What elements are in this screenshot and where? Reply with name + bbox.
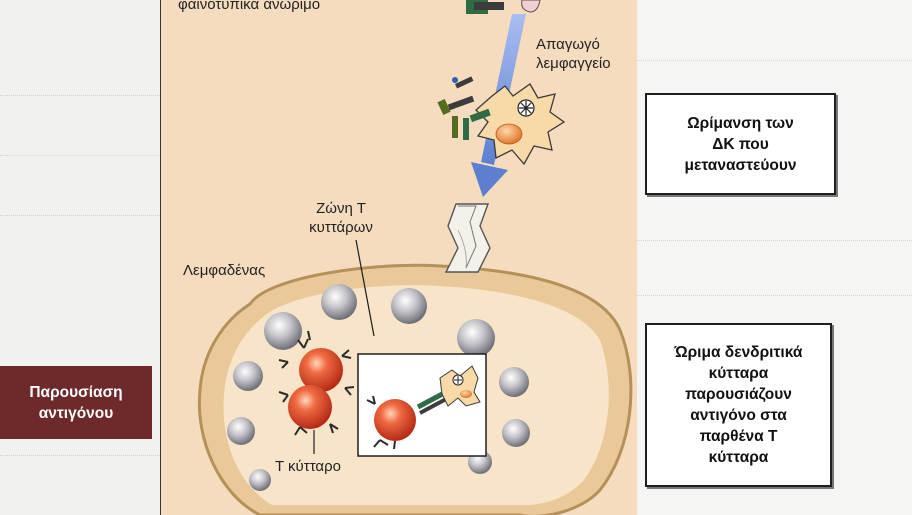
callout-line: Ώριμα δενδριτικά [675,342,803,363]
callout-dc-maturation: Ωρίμανση των ΔΚ που μεταναστεύουν [645,93,836,195]
t-cell-zone-label-line1: Ζώνη Τ [286,200,396,218]
t-cell-label: Τ κύτταρο [275,458,341,476]
callout-line: παρθένα Τ [675,426,803,447]
callout-line: αντιγόνο στα [675,405,803,426]
callout-line: μεταναστεύουν [684,155,796,176]
afferent-lymphatic-vessel [446,204,490,272]
migrating-dendritic-cell [437,76,564,164]
top-partial-label: φαινοτυπικά ανώριμο [178,0,320,14]
t-cell-zone-label-line2: κυττάρων [286,219,396,237]
callout-antigen-presentation: Ώριμα δενδριτικά κύτταρα παρουσιάζουν αν… [645,323,832,487]
callout-line: παρουσιάζουν [675,384,803,405]
callout-line: ΔΚ που [684,134,796,155]
section-tab-antigen-presentation: Παρουσίαση αντιγόνου [0,366,152,439]
side-tab-line: αντιγόνου [29,403,122,424]
callout-line: κύτταρα [675,447,803,468]
callout-line: Ωρίμανση των [684,113,796,134]
immature-dc-fragment [466,0,540,14]
afferent-lymph-label-line1: Απαγωγό [536,36,600,54]
afferent-lymph-label-line2: λεμφαγγείο [536,55,611,73]
side-tab-line: Παρουσίαση [29,382,122,403]
lymph-node-label: Λεμφαδένας [183,262,265,280]
callout-line: κύτταρα [675,363,803,384]
